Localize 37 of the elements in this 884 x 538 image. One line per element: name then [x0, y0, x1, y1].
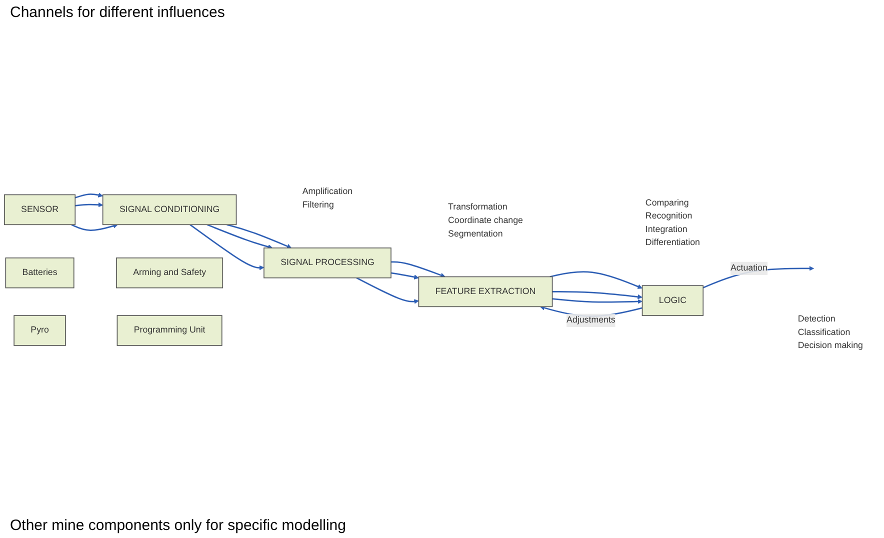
arrow [190, 224, 264, 270]
arrow [552, 298, 642, 304]
node-label: Decision making [798, 341, 863, 350]
arrow [75, 202, 104, 208]
arrow [552, 291, 642, 300]
node-label: Amplification [302, 186, 353, 196]
node-label: Comparing [645, 198, 689, 208]
node-label: Classification [798, 328, 850, 338]
node-label: Transformation [448, 202, 508, 212]
node-box: SIGNAL PROCESSING [264, 248, 392, 278]
arrow [391, 261, 446, 278]
node-box: SIGNAL CONDITIONING [102, 194, 237, 226]
note-text: Channels for different influences [10, 4, 226, 21]
arrow [356, 277, 419, 304]
note-text: Other mine components only for specific modelling [10, 517, 347, 534]
node-box: SENSOR [4, 194, 76, 226]
arrow [74, 192, 104, 198]
edge-label: Actuation [730, 263, 768, 273]
node-box: Arming and Safety [116, 258, 224, 288]
node-label: Detection [798, 314, 836, 324]
arrow [390, 272, 419, 280]
arrow [226, 224, 292, 248]
node-label: Filtering [302, 200, 334, 210]
node-label: Differentiation [645, 238, 700, 248]
node-box: LOGIC [642, 285, 704, 316]
node-box: Pyro [14, 315, 66, 346]
edge-label: Adjustments [566, 315, 616, 325]
node-box: FEATURE EXTRACTION [418, 276, 553, 308]
node-label: Segmentation [448, 229, 503, 239]
node-label: Integration [645, 224, 688, 234]
arrow [206, 224, 273, 250]
node-box: Programming Unit [116, 315, 222, 346]
arrow [71, 224, 118, 231]
node-label: Coordinate change [448, 216, 523, 226]
arrow [550, 271, 642, 289]
node-label: Recognition [645, 211, 692, 221]
node-box: Batteries [5, 258, 74, 288]
